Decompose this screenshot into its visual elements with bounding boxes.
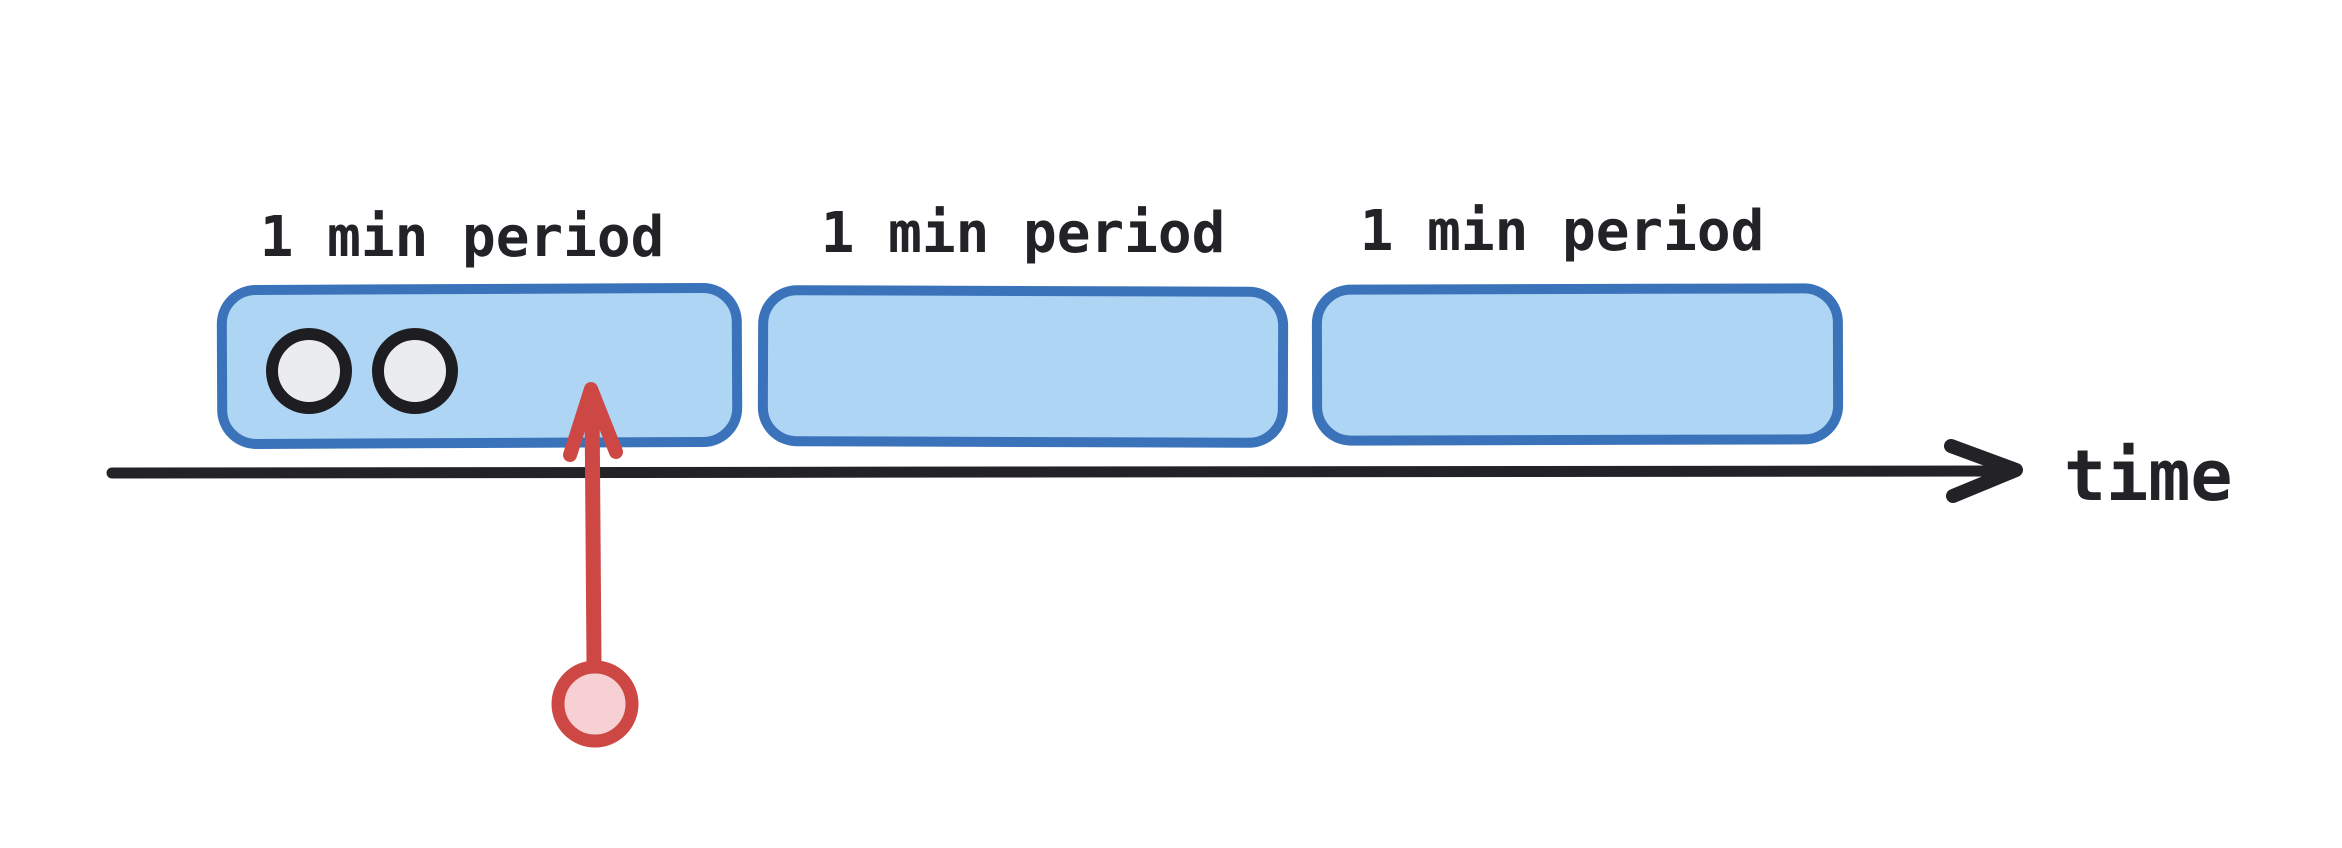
event-pointer-dot	[551, 660, 639, 748]
event-pointer	[551, 382, 639, 748]
time-axis-line	[106, 465, 2012, 479]
time-axis-arrowhead-icon	[1944, 439, 2023, 503]
period-1: 1 min period	[216, 205, 743, 449]
event-pointer-line	[584, 392, 602, 670]
time-axis-label: time	[2064, 435, 2233, 517]
period-3-label: 1 min period	[1360, 199, 1765, 264]
period-1-label: 1 min period	[260, 205, 665, 270]
period-2-box	[757, 285, 1289, 448]
time-axis: time	[106, 435, 2233, 517]
event-pointer-arrowhead-icon	[563, 382, 623, 462]
event-dot	[266, 328, 352, 414]
period-3: 1 min period	[1311, 199, 1844, 446]
period-2-label: 1 min period	[821, 201, 1226, 266]
period-1-box	[216, 283, 743, 449]
period-3-box	[1311, 283, 1844, 446]
period-2: 1 min period	[757, 201, 1289, 448]
event-dot	[372, 328, 458, 414]
